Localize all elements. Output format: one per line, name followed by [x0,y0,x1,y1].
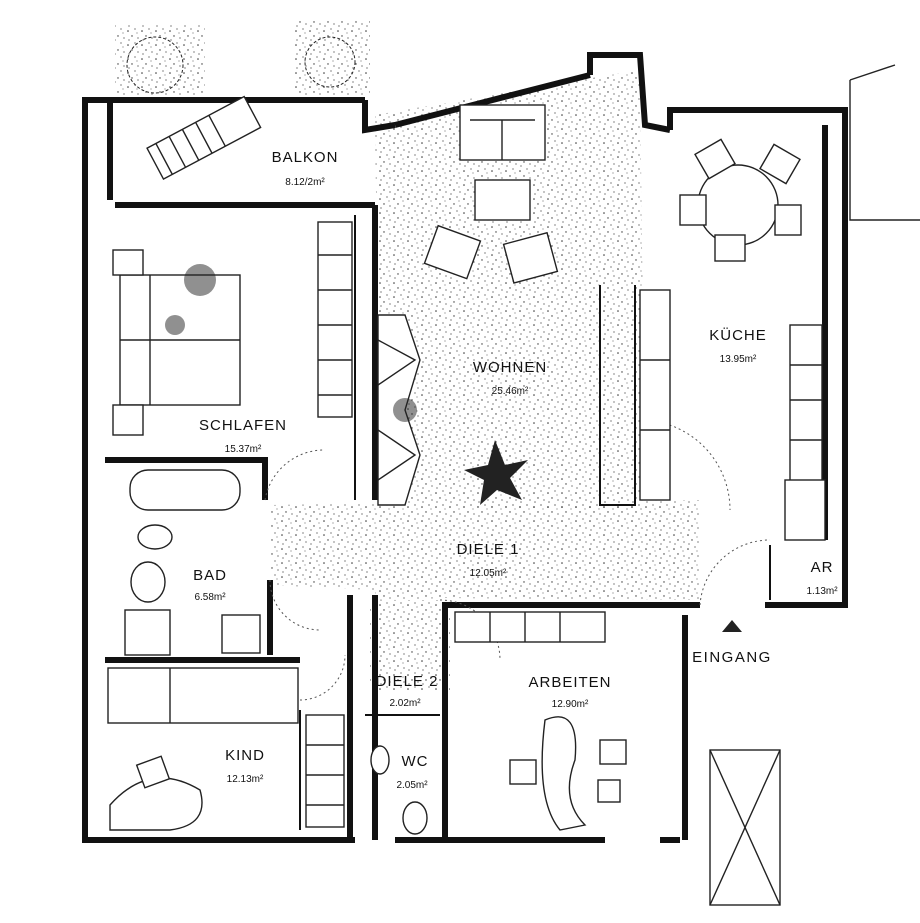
room-label-kueche: KÜCHE 13.95m² [709,326,767,365]
room-label-diele2: DIELE 2 2.02m² [376,673,439,709]
room-label-schlafen: SCHLAFEN 15.37m² [199,417,287,455]
svg-text:25.46m²: 25.46m² [492,386,529,397]
room-label-wc: WC 2.05m² [396,753,428,791]
bathroom-fixtures [124,469,261,656]
wc-fixtures [370,745,428,835]
svg-text:WOHNEN: WOHNEN [473,359,547,376]
svg-text:WC: WC [402,753,429,770]
svg-text:8.12/2m²: 8.12/2m² [285,177,325,188]
svg-text:DIELE 2: DIELE 2 [376,673,439,690]
room-label-wohnen: WOHNEN 25.46m² [473,359,547,397]
door-swings [264,419,771,701]
stair-outline [709,64,920,906]
kids-room-furniture [107,667,345,831]
svg-text:15.37m²: 15.37m² [225,444,262,455]
floor-texture [115,20,700,690]
walls [82,52,848,843]
room-label-diele1: DIELE 1 12.05m² [457,541,520,579]
room-label-bad: BAD 6.58m² [193,567,227,603]
svg-text:12.90m²: 12.90m² [552,699,589,710]
svg-text:KIND: KIND [225,747,265,764]
svg-text:2.02m²: 2.02m² [389,698,421,709]
svg-text:6.58m²: 6.58m² [194,592,226,603]
svg-text:2.05m²: 2.05m² [396,780,428,791]
room-label-balkon: BALKON 8.12/2m² [272,149,339,188]
room-label-ar: AR 1.13m² [806,559,838,597]
entrance-label: EINGANG [692,649,772,666]
balcony-furniture [126,36,356,181]
svg-text:ARBEITEN: ARBEITEN [528,674,611,691]
svg-text:KÜCHE: KÜCHE [709,326,767,344]
svg-text:DIELE 1: DIELE 1 [457,541,520,558]
svg-text:AR: AR [811,559,834,576]
bedroom-furniture [112,221,353,436]
room-label-arbeiten: ARBEITEN 12.90m² [528,674,611,710]
kitchen-furniture [639,138,826,541]
svg-text:BAD: BAD [193,567,227,584]
svg-text:13.95m²: 13.95m² [720,354,757,365]
svg-text:BALKON: BALKON [272,149,339,166]
entrance-arrow-icon [722,620,742,632]
svg-text:12.05m²: 12.05m² [470,568,507,579]
svg-text:SCHLAFEN: SCHLAFEN [199,417,287,434]
svg-text:12.13m²: 12.13m² [227,774,264,785]
svg-text:1.13m²: 1.13m² [806,586,838,597]
living-room-furniture [377,104,559,506]
office-furniture [454,611,627,831]
room-label-kind: KIND 12.13m² [225,747,265,785]
